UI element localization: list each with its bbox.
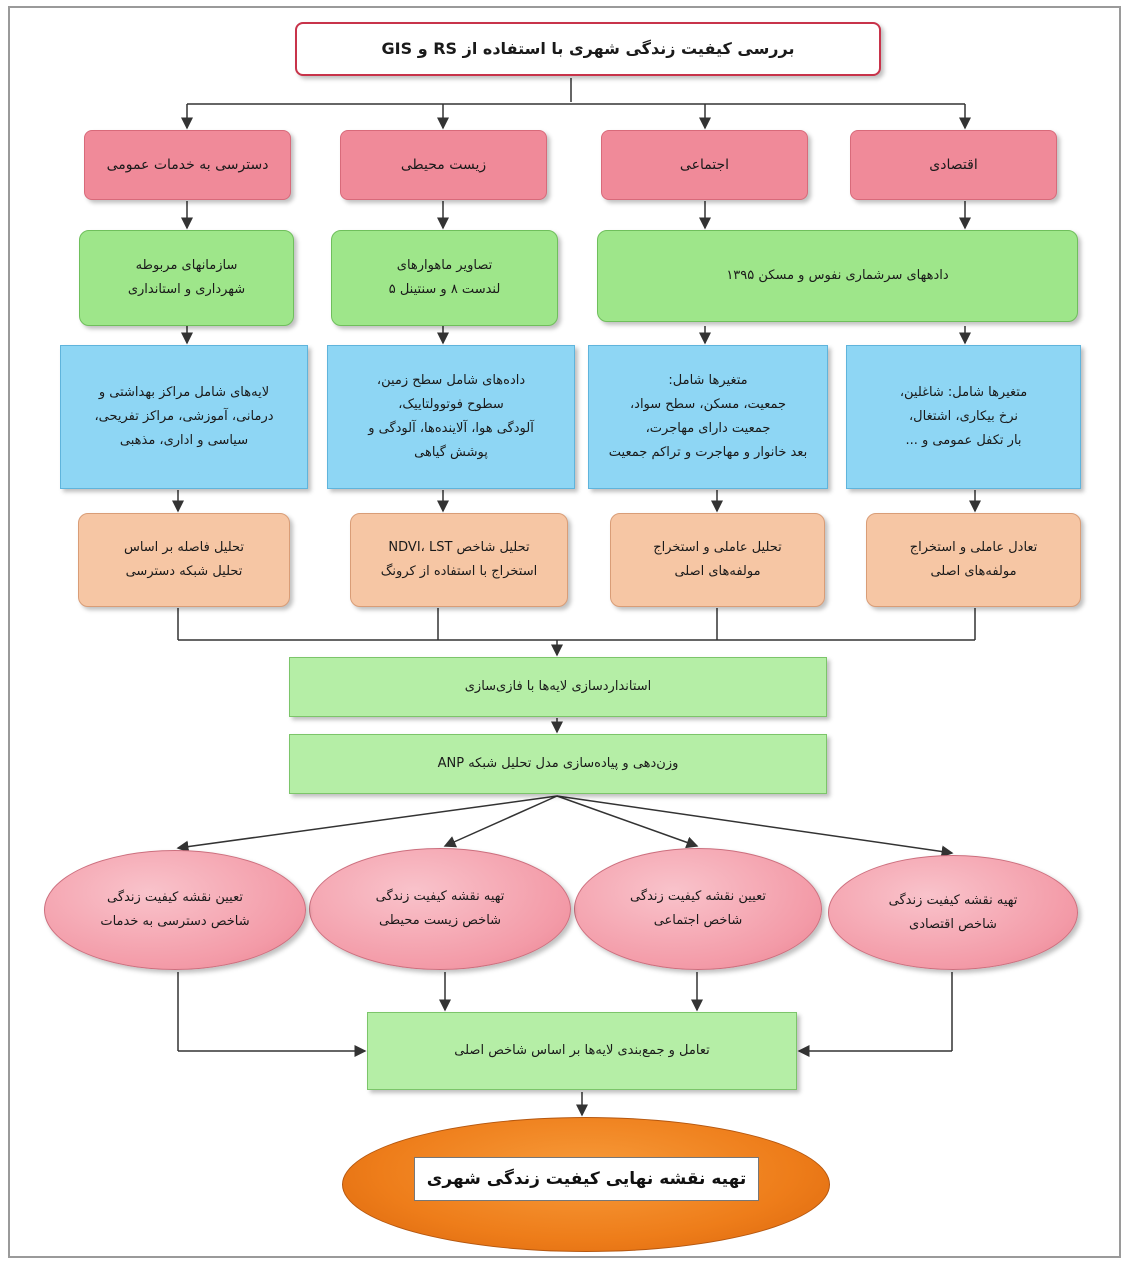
map-social-line-1: تعیین نقشه کیفیت زندگی: [630, 889, 766, 904]
variables-economic: متغیرها شامل: شاغلین، نرخ بیکاری، اشتغال…: [846, 345, 1081, 489]
source-organizations: سازمانهای مربوطه شهرداری و استانداری: [79, 230, 294, 326]
source-satellite-line-2: لندست ۸ و سنتینل ۵: [388, 282, 501, 297]
map-social-line-2: شاخص اجتماعی: [653, 913, 743, 928]
category-social: اجتماعی: [601, 130, 808, 200]
variables-environmental: داده‌های شامل سطح زمین، سطوح فوتوولتاییک…: [327, 345, 575, 489]
source-organizations-line-2: شهرداری و استانداری: [127, 282, 246, 297]
process-environmental: تحلیل شاخص NDVI، LST استخراج با استفاده …: [350, 513, 568, 607]
map-environmental-line-2: شاخص زیست محیطی: [378, 913, 502, 928]
variables-service-access-line-1: لایه‌های شامل مراکز بهداشتی و: [98, 385, 270, 400]
process-service-access-line-2: تحلیل شبکه دسترسی: [125, 564, 243, 579]
category-environmental: زیست محیطی: [340, 130, 547, 200]
variables-environmental-line-4: پوشش گیاهی: [414, 445, 488, 460]
step-anp-weighting: وزن‌دهی و پیاده‌سازی مدل تحلیل شبکه ANP: [289, 734, 827, 794]
map-service-access: تعیین نقشه کیفیت زندگی شاخص دسترسی به خد…: [44, 850, 306, 970]
source-satellite: تصاویر ماهوارهای لندست ۸ و سنتینل ۵: [331, 230, 558, 326]
variables-economic-line-2: نرخ بیکاری، اشتغال،: [908, 409, 1019, 424]
process-service-access-line-1: تحلیل فاصله بر اساس: [123, 540, 245, 555]
variables-environmental-line-3: آلودگی هوا، آلاینده‌ها، آلودگی و: [368, 421, 534, 436]
source-census: دادههای سرشماری نفوس و مسکن ۱۳۹۵: [597, 230, 1078, 322]
fan-arrow-0: [176, 795, 558, 853]
map-environmental: تهیه نقشه کیفیت زندگی شاخص زیست محیطی: [309, 848, 571, 970]
variables-social: متغیرها شامل: جمعیت، مسکن، سطح سواد، جمع…: [588, 345, 828, 489]
process-economic-line-1: تعادل عاملی و استخراج: [909, 540, 1038, 555]
process-service-access: تحلیل فاصله بر اساس تحلیل شبکه دسترسی: [78, 513, 290, 607]
map-social: تعیین نقشه کیفیت زندگی شاخص اجتماعی: [574, 848, 822, 970]
fan-arrow-1: [443, 795, 558, 848]
source-census-line-1: دادههای سرشماری نفوس و مسکن ۱۳۹۵: [726, 268, 949, 283]
process-social-line-1: تحلیل عاملی و استخراج: [653, 540, 782, 555]
process-economic-line-2: مولفه‌های اصلی: [930, 564, 1017, 579]
fan-arrow-2: [556, 795, 699, 849]
fan-arrow-3: [556, 795, 954, 858]
step-standardization: استانداردسازی لایه‌ها با فازی‌سازی: [289, 657, 827, 717]
variables-service-access-line-3: سیاسی و اداری، مذهبی: [119, 433, 249, 448]
source-satellite-line-1: تصاویر ماهوارهای: [396, 258, 493, 273]
map-economic-line-2: شاخص اقتصادی: [909, 916, 997, 932]
variables-social-line-2: جمعیت، مسکن، سطح سواد،: [629, 397, 787, 412]
map-environmental-line-1: تهیه نقشه کیفیت زندگی: [375, 889, 505, 904]
map-economic: تهیه نقشه کیفیت زندگی شاخص اقتصادی: [828, 855, 1078, 970]
variables-environmental-line-2: سطوح فوتوولتاییک،: [398, 397, 504, 412]
diagram-title: بررسی کیفیت زندگی شهری با استفاده از RS …: [295, 22, 881, 76]
process-environmental-line-1: تحلیل شاخص NDVI، LST: [388, 540, 530, 555]
variables-economic-line-1: متغیرها شامل: شاغلین،: [899, 385, 1028, 400]
process-environmental-line-2: استخراج با استفاده از کرونگ: [380, 564, 538, 579]
map-service-access-line-1: تعیین نقشه کیفیت زندگی: [107, 890, 243, 905]
variables-environmental-line-1: داده‌های شامل سطح زمین،: [376, 373, 526, 388]
category-economic: اقتصادی: [850, 130, 1057, 200]
variables-service-access: لایه‌های شامل مراکز بهداشتی و درمانی، آم…: [60, 345, 308, 489]
variables-social-line-1: متغیرها شامل:: [668, 373, 748, 388]
process-economic: تعادل عاملی و استخراج مولفه‌های اصلی: [866, 513, 1081, 607]
process-social-line-2: مولفه‌های اصلی: [674, 564, 761, 579]
figure-frame: [8, 6, 1121, 1258]
step-integration: تعامل و جمع‌بندی لایه‌ها بر اساس شاخص اص…: [367, 1012, 797, 1090]
variables-social-line-3: جمعیت دارای مهاجرت،: [645, 421, 771, 436]
category-service-access: دسترسی به خدمات عمومی: [84, 130, 291, 200]
variables-economic-line-3: بار تکفل عمومی و ...: [905, 433, 1022, 448]
map-service-access-line-2: شاخص دسترسی به خدمات: [100, 914, 250, 929]
process-social: تحلیل عاملی و استخراج مولفه‌های اصلی: [610, 513, 825, 607]
final-map-label: تهیه نقشه نهایی کیفیت زندگی شهری: [414, 1157, 759, 1201]
variables-service-access-line-2: درمانی، آموزشی، مراکز تفریحی،: [94, 409, 274, 424]
map-economic-line-1: تهیه نقشه کیفیت زندگی: [888, 892, 1018, 908]
source-organizations-line-1: سازمانهای مربوطه: [135, 258, 238, 273]
variables-social-line-4: بعد خانوار و مهاجرت و تراکم جمعیت: [608, 445, 808, 460]
